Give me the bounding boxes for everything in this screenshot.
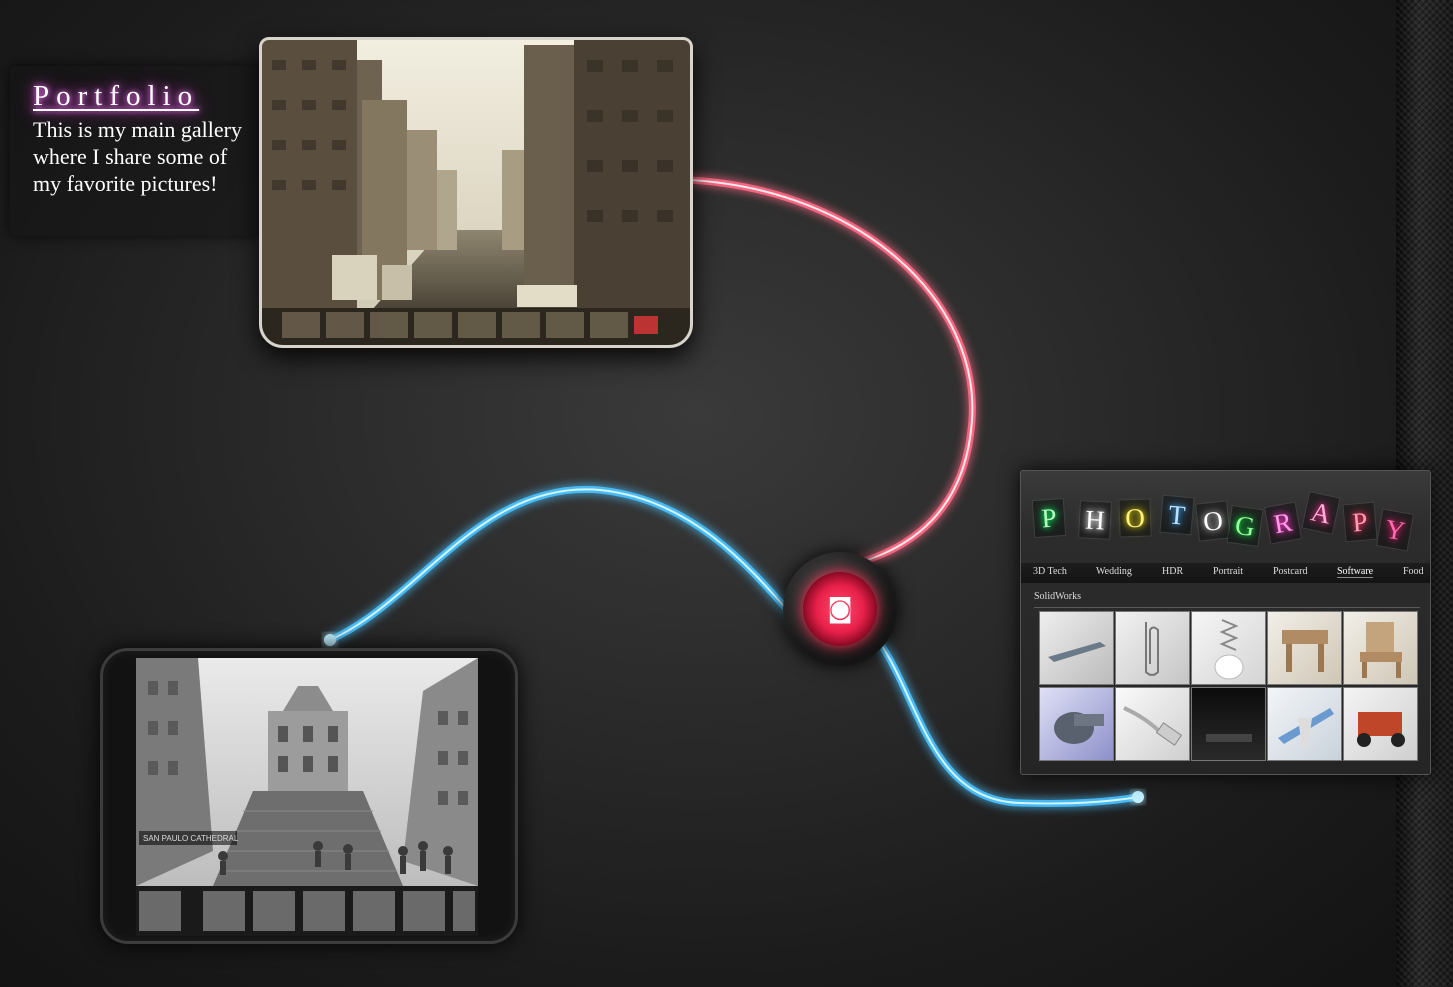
tab-portrait[interactable]: Portrait bbox=[1213, 566, 1243, 577]
pink-wire bbox=[689, 176, 976, 572]
banner-letter: H bbox=[1078, 500, 1112, 540]
camera-icon: ◙ bbox=[827, 594, 853, 624]
thumb-toy-car[interactable] bbox=[1343, 687, 1418, 761]
tab-software[interactable]: Software bbox=[1337, 566, 1374, 578]
portfolio-title[interactable]: Portfolio bbox=[33, 80, 200, 112]
thumb-dark-part[interactable] bbox=[1191, 687, 1266, 761]
city-street-photo bbox=[262, 40, 690, 345]
banner-letter: P bbox=[1031, 497, 1067, 539]
tab-wedding[interactable]: Wedding bbox=[1096, 566, 1132, 577]
banner-letter: G bbox=[1226, 504, 1264, 548]
cathedral-caption: SAN PAULO CATHEDRAL bbox=[143, 834, 239, 843]
hub-ring bbox=[803, 572, 877, 646]
blue-wire-left bbox=[328, 485, 808, 644]
section-divider bbox=[1034, 607, 1420, 608]
thumb-chair[interactable] bbox=[1343, 611, 1418, 685]
thumb-spring[interactable] bbox=[1191, 611, 1266, 685]
photography-nav: 3D Tech Wedding HDR Portrait Postcard So… bbox=[1021, 563, 1430, 583]
thumb-stool[interactable] bbox=[1267, 611, 1342, 685]
san-paulo-cathedral-photo: SAN PAULO CATHEDRAL bbox=[136, 658, 478, 936]
banner-letter: A bbox=[1301, 491, 1341, 535]
thumb-whistle[interactable] bbox=[1039, 687, 1114, 761]
tab-food[interactable]: Food bbox=[1403, 566, 1424, 577]
banner-letter: O bbox=[1195, 500, 1231, 542]
blue-wire-end-right bbox=[1132, 791, 1144, 803]
portfolio-panel bbox=[10, 66, 260, 236]
tab-hdr[interactable]: HDR bbox=[1162, 566, 1184, 577]
thumb-usb-cable[interactable] bbox=[1115, 687, 1190, 761]
banner-letter: O bbox=[1118, 498, 1152, 538]
tab-3d-tech[interactable]: 3D Tech bbox=[1033, 566, 1067, 577]
camera-hub[interactable]: ◙ bbox=[783, 552, 897, 666]
blue-wire-end-left bbox=[324, 634, 336, 646]
banner-letter: R bbox=[1263, 501, 1303, 545]
banner-letter: Y bbox=[1375, 508, 1415, 552]
thumb-airplane[interactable] bbox=[1267, 687, 1342, 761]
tab-postcard[interactable]: Postcard bbox=[1273, 566, 1308, 577]
thumb-rocket[interactable] bbox=[1039, 611, 1114, 685]
section-title: SolidWorks bbox=[1034, 591, 1081, 602]
bw-gallery-card[interactable]: SAN PAULO CATHEDRAL bbox=[100, 648, 518, 944]
thumb-paperclip[interactable] bbox=[1115, 611, 1190, 685]
city-gallery-card[interactable] bbox=[259, 37, 693, 348]
banner-letter: P bbox=[1342, 501, 1378, 543]
portfolio-description: This is my main gallery where I share so… bbox=[33, 117, 242, 196]
banner-letter: T bbox=[1159, 494, 1195, 536]
